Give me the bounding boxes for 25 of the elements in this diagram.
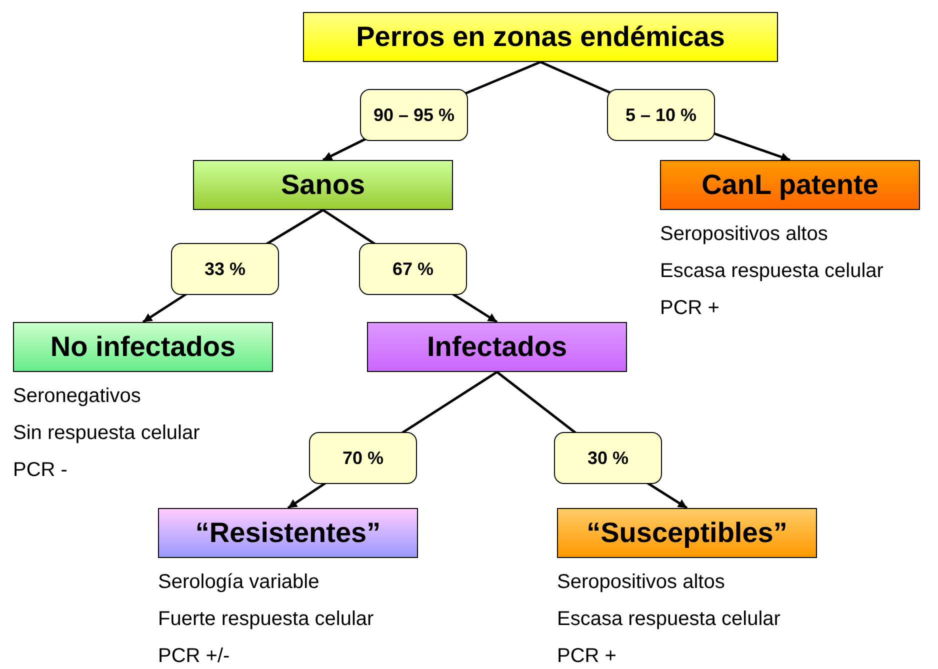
description-text: Seronegativos (13, 384, 141, 409)
category-box: Infectados (367, 322, 627, 372)
category-box: “Resistentes” (158, 508, 418, 558)
description-text: Escasa respuesta celular (660, 259, 884, 284)
category-box: CanL patente (660, 160, 920, 210)
description-text: Seropositivos altos (660, 222, 828, 247)
description-text: Serología variable (158, 570, 320, 595)
edge-label: 90 – 95 % (360, 89, 468, 141)
description-text: PCR + (557, 644, 616, 669)
edge-label: 70 % (309, 432, 417, 484)
description-text: PCR + (660, 296, 720, 321)
category-box: “Susceptibles” (557, 508, 817, 558)
edge-label: 67 % (359, 243, 467, 295)
category-box: Perros en zonas endémicas (303, 12, 778, 62)
description-text: Seropositivos altos (557, 570, 725, 595)
edge-label: 33 % (171, 243, 279, 295)
description-text: Fuerte respuesta celular (158, 607, 374, 632)
description-text: PCR - (13, 458, 68, 483)
description-text: Sin respuesta celular (13, 421, 200, 446)
edge-label: 30 % (554, 432, 662, 484)
category-box: Sanos (193, 160, 453, 210)
category-box: No infectados (13, 322, 273, 372)
description-text: Escasa respuesta celular (557, 607, 780, 632)
description-text: PCR +/- (158, 644, 230, 669)
edge-label: 5 – 10 % (607, 89, 715, 141)
